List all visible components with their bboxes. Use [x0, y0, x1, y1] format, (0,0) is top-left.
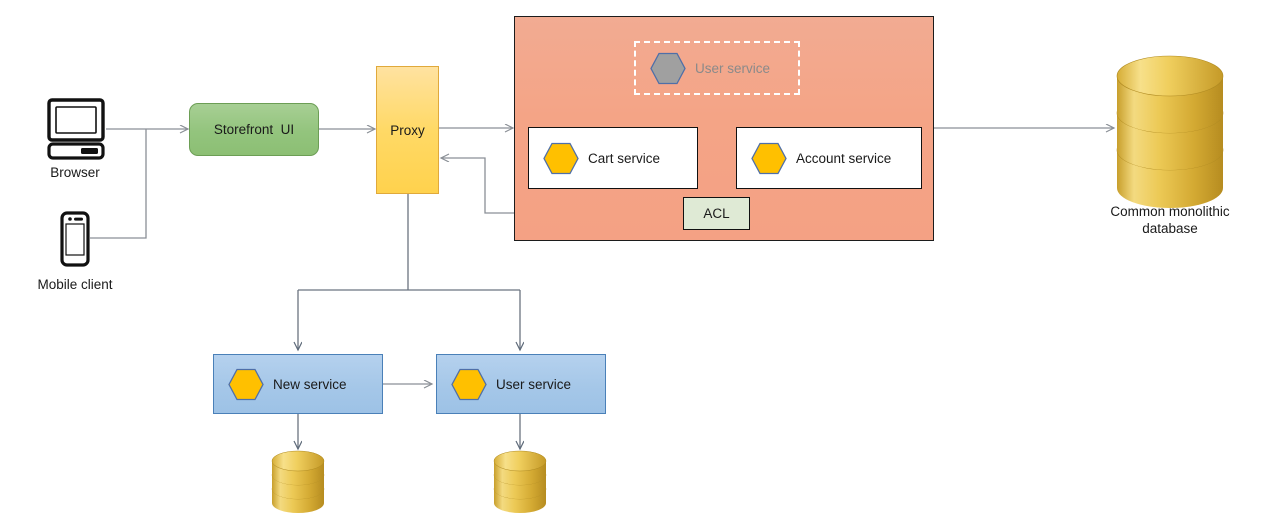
mobile-client-label: Mobile client — [37, 277, 113, 292]
hexagon-icon — [751, 142, 787, 175]
storefront-ui-node[interactable]: Storefront UI — [189, 103, 319, 156]
proxy-node[interactable]: Proxy — [376, 66, 439, 194]
monolith-service-account[interactable]: Account service — [736, 127, 922, 189]
common-database-label: Common monolithic database — [1110, 204, 1230, 236]
acl-label: ACL — [703, 206, 730, 221]
proxy-label: Proxy — [390, 122, 425, 138]
storefront-ui-label: Storefront UI — [213, 122, 295, 137]
acl-node[interactable]: ACL — [683, 197, 750, 230]
extracted-service-label: New service — [273, 376, 347, 392]
desktop-monitor-icon — [47, 98, 105, 165]
extracted-service-label: User service — [496, 376, 572, 392]
monolith-service-label: User service — [695, 60, 771, 76]
service-database-icon — [271, 450, 325, 513]
hexagon-icon — [451, 368, 487, 401]
monolith-service-label: Account service — [796, 150, 892, 166]
service-database-icon — [493, 450, 547, 513]
database-cylinder-icon — [1116, 55, 1224, 208]
extracted-service-new[interactable]: New service — [213, 354, 383, 414]
hexagon-icon — [228, 368, 264, 401]
hexagon-icon — [543, 142, 579, 175]
monolith-service-label: Cart service — [588, 150, 661, 166]
browser-label: Browser — [50, 165, 100, 180]
hexagon-icon — [650, 52, 686, 85]
monolith-service-cart[interactable]: Cart service — [528, 127, 698, 189]
mobile-phone-icon — [60, 211, 90, 272]
extracted-service-user[interactable]: User service — [436, 354, 606, 414]
monolith-service-user-deprecated[interactable]: User service — [634, 41, 800, 95]
